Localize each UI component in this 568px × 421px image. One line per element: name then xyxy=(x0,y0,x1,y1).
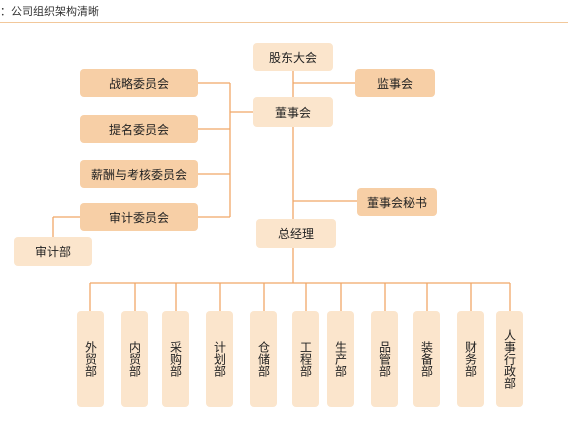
department-node-equipment: 装备部 xyxy=(413,311,440,407)
title-divider xyxy=(0,22,568,23)
strategy-committee-node: 战略委员会 xyxy=(80,69,198,97)
compensation-committee-node: 薪酬与考核委员会 xyxy=(80,160,198,188)
department-node-planning: 计划部 xyxy=(206,311,233,407)
department-node-foreign-trade: 外贸部 xyxy=(77,311,104,407)
department-node-procurement: 采购部 xyxy=(162,311,189,407)
general-manager-node: 总经理 xyxy=(256,219,336,248)
department-node-quality: 品管部 xyxy=(371,311,398,407)
board-secretary-node: 董事会秘书 xyxy=(357,188,437,216)
board-of-directors-node: 董事会 xyxy=(253,97,333,127)
department-node-domestic-trade: 内贸部 xyxy=(121,311,148,407)
page-title: ：公司组织架构清晰 xyxy=(0,5,99,18)
department-node-production: 生产部 xyxy=(327,311,354,407)
audit-department-node: 审计部 xyxy=(14,237,92,266)
department-node-hr-admin: 人事行政部 xyxy=(496,311,523,407)
audit-committee-node: 审计委员会 xyxy=(80,203,198,231)
nomination-committee-node: 提名委员会 xyxy=(80,115,198,143)
supervisory-board-node: 监事会 xyxy=(355,69,435,97)
department-node-warehousing: 仓储部 xyxy=(250,311,277,407)
shareholders-meeting-node: 股东大会 xyxy=(253,43,333,71)
department-node-engineering: 工程部 xyxy=(292,311,319,407)
department-node-finance: 财务部 xyxy=(457,311,484,407)
